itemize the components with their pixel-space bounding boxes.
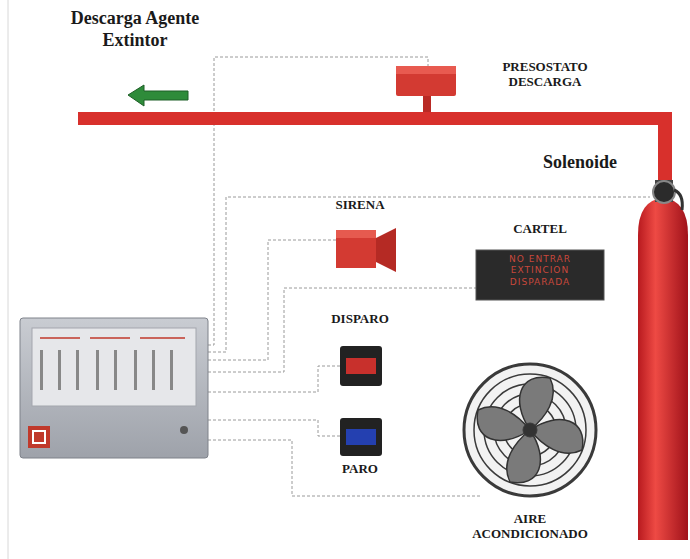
pressure-switch-node: PRESOSTATO DESCARGA (470, 60, 610, 100)
siren (336, 228, 396, 272)
air-conditioning-fan (464, 364, 596, 496)
warning-sign-node: CARTEL NO ENTRAR EXTINCION DISPARADA (476, 222, 604, 300)
control-panel (20, 318, 208, 458)
stop-node: PARO (320, 462, 400, 484)
warning-sign-plate (476, 250, 604, 300)
sign-text: NO ENTRAR EXTINCION DISPARADA (482, 254, 598, 288)
flow-arrow (128, 85, 188, 106)
device-label: AIRE ACONDICIONADO (470, 512, 590, 542)
air-conditioning-node: AIRE ACONDICIONADO (450, 512, 610, 552)
device-label: PARO (320, 462, 400, 477)
page-edge (8, 0, 9, 559)
solenoid-node: Solenoide (525, 152, 635, 180)
agent-cylinder (638, 180, 688, 540)
device-label: Solenoide (525, 152, 635, 173)
trigger-button (340, 346, 382, 386)
discharge-title: Descarga Agente Extintor (40, 8, 230, 51)
device-label: CARTEL (476, 222, 604, 237)
discharge-pipe (78, 112, 672, 182)
siren-node: SIRENA (320, 198, 400, 220)
device-label: SIRENA (320, 198, 400, 213)
pressure-switch (396, 66, 456, 112)
device-label: DISPARO (315, 312, 405, 327)
stop-button (340, 418, 382, 456)
trigger-node: DISPARO (315, 312, 405, 334)
device-label: PRESOSTATO DESCARGA (480, 60, 610, 90)
